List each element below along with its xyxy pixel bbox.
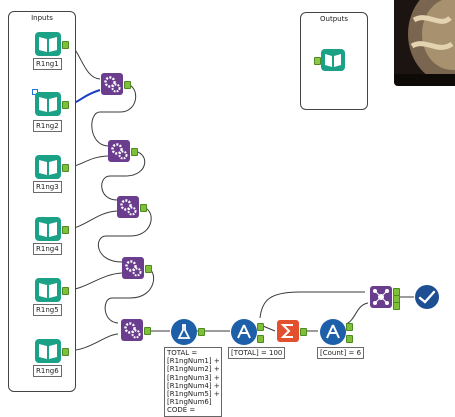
- filter-icon: [237, 324, 251, 339]
- output-anchor[interactable]: [140, 204, 147, 212]
- book-tool-tile: [35, 92, 61, 116]
- gear-icon: [124, 322, 141, 339]
- book-icon: [39, 283, 57, 298]
- input-anchor[interactable]: [314, 57, 321, 65]
- tool-label: R1ng6: [33, 365, 62, 377]
- book-tool-tile: [35, 32, 61, 56]
- join-tool-tile: [122, 257, 144, 279]
- output-anchor[interactable]: [131, 148, 138, 156]
- inputs-container-title: Inputs: [31, 14, 53, 22]
- filter-icon: [326, 324, 340, 339]
- output-anchor-true[interactable]: [257, 323, 264, 331]
- ring-photo-icon: [394, 0, 455, 86]
- tool-label: R1ng4: [33, 243, 62, 255]
- output-anchor[interactable]: [62, 41, 69, 49]
- tool-label: R1ng1: [33, 58, 62, 70]
- book-tool-tile: [35, 155, 61, 179]
- check-icon: [418, 290, 436, 304]
- output-anchor[interactable]: [300, 328, 307, 336]
- join-tool-tile: [121, 319, 143, 341]
- photo-thumbnail: [394, 0, 455, 86]
- output-anchor[interactable]: [62, 287, 69, 295]
- filter-label-2: [Count] = 6: [317, 347, 365, 359]
- book-tool-tile: [35, 278, 61, 302]
- output-anchor-r[interactable]: [393, 302, 400, 310]
- join-tool-tile: [108, 140, 130, 162]
- outputs-container-title: Outputs: [320, 15, 348, 23]
- book-icon: [39, 160, 57, 175]
- tool-label: R1ng5: [33, 304, 62, 316]
- sigma-icon: [280, 324, 293, 338]
- book-icon: [325, 54, 341, 67]
- join-tool-tile: [101, 73, 123, 95]
- filter-label-1: [TOTAL] = 100: [228, 347, 286, 359]
- tool-label: R1ng2: [33, 120, 62, 132]
- book-icon: [39, 344, 57, 359]
- output-anchor-true[interactable]: [346, 323, 353, 331]
- book-icon: [39, 222, 57, 237]
- output-anchor[interactable]: [145, 265, 152, 273]
- output-anchor-false[interactable]: [257, 335, 264, 343]
- gear-icon: [120, 199, 137, 216]
- gear-icon: [111, 143, 128, 160]
- output-anchor[interactable]: [62, 101, 69, 109]
- browse-tool-tile: [415, 285, 439, 309]
- book-tool-tile: [35, 217, 61, 241]
- join-tool-tile: [370, 286, 392, 308]
- summarize-tool-tile: [277, 320, 299, 342]
- filter-tool-tile: [320, 319, 346, 345]
- formula-tool-tile: [171, 319, 197, 345]
- book-tool-tile: [321, 49, 345, 71]
- flask-icon: [177, 324, 191, 339]
- output-anchor[interactable]: [198, 328, 205, 336]
- inputs-container[interactable]: Inputs: [8, 11, 76, 392]
- output-anchor-false[interactable]: [346, 335, 353, 343]
- book-icon: [39, 37, 57, 52]
- output-anchor[interactable]: [62, 226, 69, 234]
- output-anchor[interactable]: [62, 164, 69, 172]
- filter-tool-tile: [231, 319, 257, 345]
- book-icon: [39, 97, 57, 112]
- join-tool-tile: [117, 196, 139, 218]
- output-anchor[interactable]: [144, 327, 151, 335]
- book-tool-tile: [35, 339, 61, 363]
- gear-icon: [125, 260, 142, 277]
- join-icon: [373, 289, 389, 305]
- formula-annotation: TOTAL = [R1ngNum1] + [R1ngNum2] + [R1ngN…: [164, 347, 222, 417]
- output-anchor[interactable]: [124, 81, 131, 89]
- output-anchor[interactable]: [62, 348, 69, 356]
- tool-label: R1ng3: [33, 181, 62, 193]
- gear-icon: [104, 76, 121, 93]
